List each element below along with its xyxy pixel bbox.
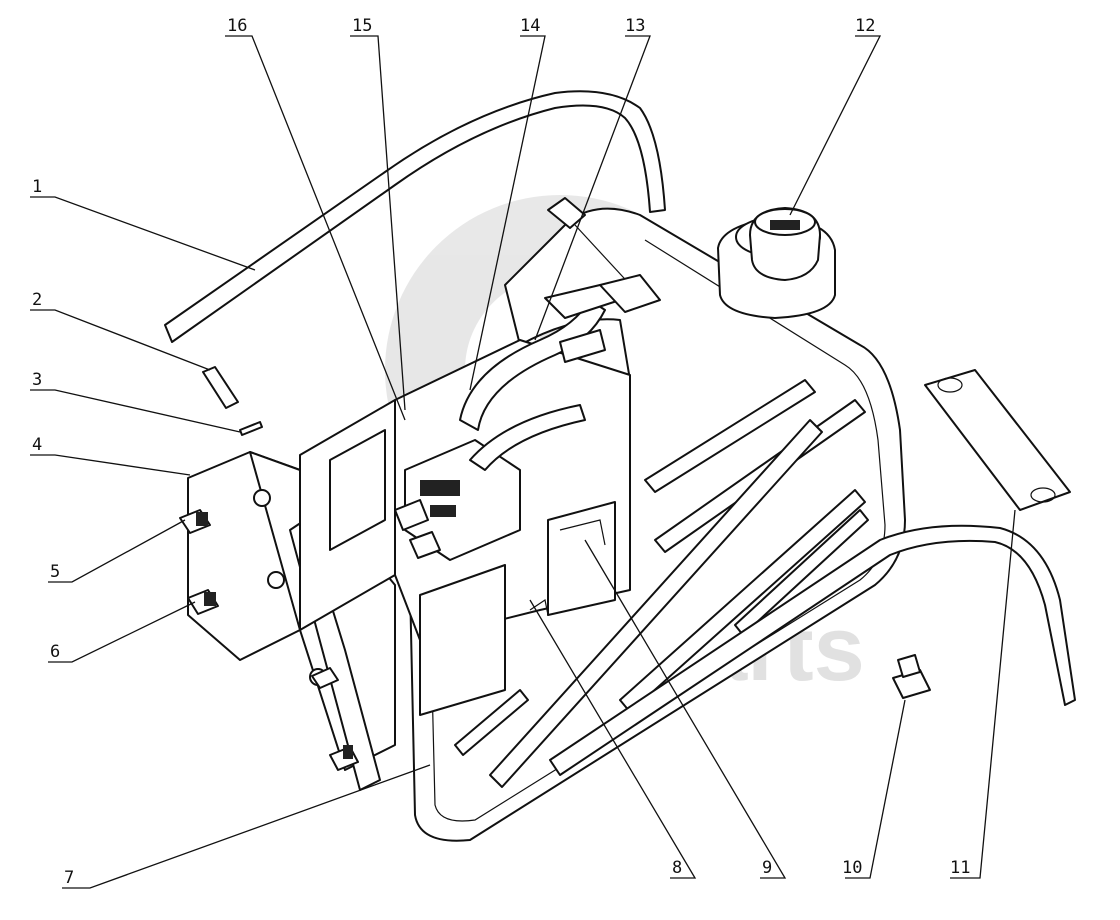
callout-2: 2 — [32, 290, 42, 310]
part-15-pump-fittings — [394, 499, 441, 559]
part-8-tank-mount — [529, 599, 549, 616]
part-10-drain-plug — [892, 654, 931, 699]
callout-3: 3 — [32, 370, 42, 390]
tank-ribs — [454, 379, 869, 788]
callout-11: 11 — [950, 858, 970, 878]
callout-15: 15 — [352, 16, 372, 36]
part-2-pin — [202, 366, 239, 409]
callout-1: 1 — [32, 177, 42, 197]
part-16-pump-motor — [404, 439, 521, 561]
part-7-tank — [409, 207, 906, 842]
callout-6: 6 — [50, 642, 60, 662]
callout-labels: 1 2 3 4 5 6 7 8 9 10 11 12 13 14 15 16 — [32, 16, 970, 888]
callout-10: 10 — [842, 858, 862, 878]
part-12-filler-cap — [749, 207, 821, 281]
callout-12: 12 — [855, 16, 875, 36]
part-9-tank-mount — [559, 519, 606, 546]
callout-8: 8 — [672, 858, 682, 878]
part-11-plate — [924, 369, 1071, 511]
part-6-nut — [187, 589, 219, 615]
part-3-screw — [239, 421, 263, 436]
callout-4: 4 — [32, 435, 42, 455]
callout-9: 9 — [762, 858, 772, 878]
part-5-nut — [179, 509, 211, 534]
lower-strap — [549, 524, 1076, 776]
callout-5: 5 — [50, 562, 60, 582]
leader-lines — [30, 35, 1016, 889]
callout-16: 16 — [227, 16, 247, 36]
callout-14: 14 — [520, 16, 540, 36]
part-1-strap — [164, 90, 666, 343]
callout-13: 13 — [625, 16, 645, 36]
bracket-bolts — [311, 667, 359, 771]
callout-7: 7 — [64, 868, 74, 888]
part-13-connector — [544, 197, 661, 363]
